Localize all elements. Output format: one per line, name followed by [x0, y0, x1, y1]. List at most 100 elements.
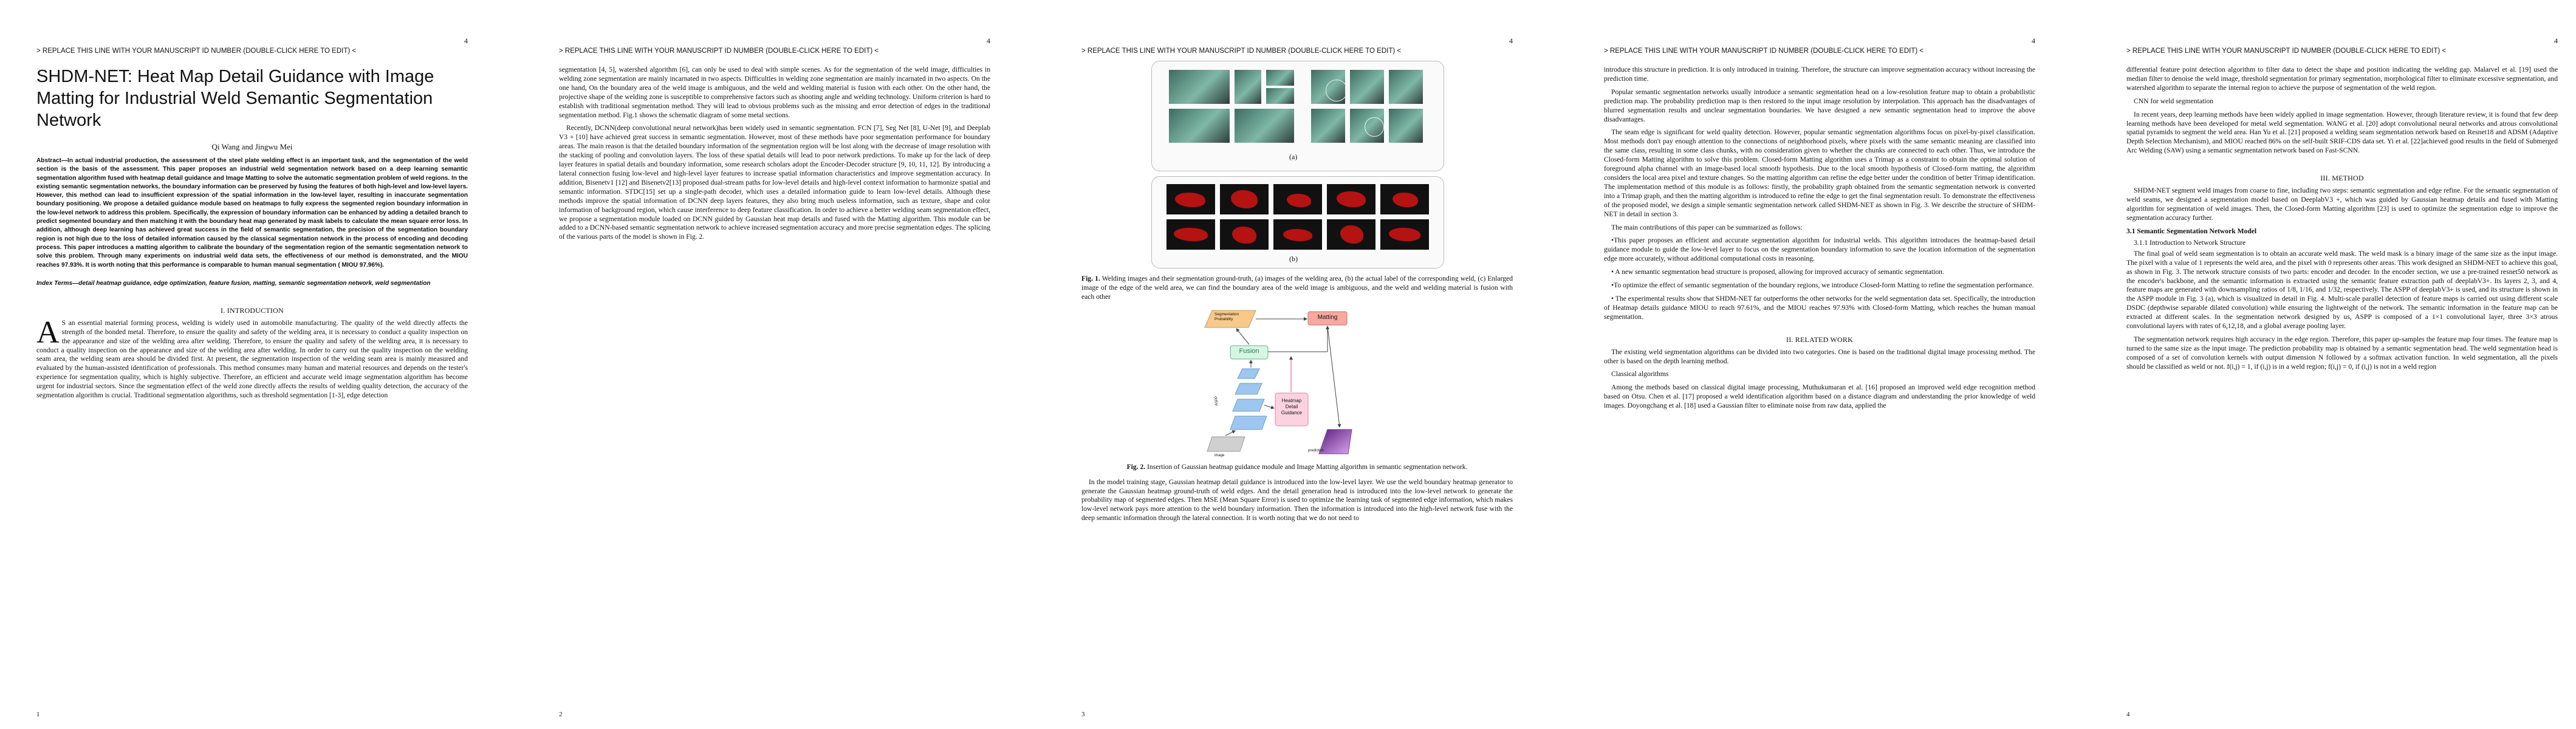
subsubsection-heading: 3.1.1 Introduction to Network Structure	[2134, 238, 2246, 247]
page-number-bottom: 1	[36, 711, 40, 718]
paragraph: Among the methods based on classical dig…	[1604, 383, 2035, 410]
page-number-bottom: 4	[2126, 711, 2130, 718]
figure-1: (a) (b)	[1151, 61, 1444, 269]
paragraph: The main contributions of this paper can…	[1611, 223, 1803, 231]
section-heading: III. METHOD	[2320, 174, 2364, 183]
contribution-item: •To optimize the effect of semantic segm…	[1611, 281, 2034, 290]
manuscript-header[interactable]: > REPLACE THIS LINE WITH YOUR MANUSCRIPT…	[36, 47, 357, 55]
label-image	[1380, 184, 1429, 214]
page-number-top: 4	[987, 36, 990, 45]
label-image	[1220, 184, 1269, 214]
figure-1a-panel: (a)	[1151, 61, 1444, 171]
figure-2-caption: Fig. 2. Insertion of Gaussian heatmap gu…	[1081, 463, 1513, 472]
weld-image	[1389, 109, 1423, 143]
caption-text: Insertion of Gaussian heatmap guidance m…	[1145, 462, 1468, 471]
page-1: 4 > REPLACE THIS LINE WITH YOUR MANUSCRI…	[0, 0, 486, 729]
subsection-heading: 3.1 Semantic Segmentation Network Model	[2126, 227, 2257, 235]
heatmap-label: Heatmap Detail Guidance	[1281, 397, 1303, 416]
figure-1-caption: Fig. 1. Welding images and their segment…	[1081, 275, 1513, 302]
paragraph: The seam edge is significant for weld qu…	[1604, 128, 2035, 218]
caption-text: Welding images and their segmentation gr…	[1081, 275, 1513, 301]
contribution-item: • A new semantic segmentation head struc…	[1611, 268, 1944, 276]
encoder-layer	[1230, 416, 1267, 430]
paragraph: The final goal of weld seam segmentation…	[2126, 249, 2558, 330]
page-number-top: 4	[2032, 36, 2035, 45]
prediction-block	[1318, 429, 1352, 454]
weld-image	[1235, 70, 1261, 104]
image-label: image	[1214, 453, 1225, 457]
paragraph: introduce this structure in prediction. …	[1604, 66, 2035, 83]
page-4: 4 > REPLACE THIS LINE WITH YOUR MANUSCRI…	[1567, 0, 2054, 729]
label-image	[1273, 219, 1322, 250]
page-number-bottom: 2	[559, 711, 563, 718]
figure-2: Segmentation Probability Matting Fusion …	[1200, 308, 1394, 457]
paragraph: SHDM-NET segment weld images from coarse…	[2126, 187, 2558, 222]
zoom-circle	[1326, 80, 1348, 101]
matting-label: Matting	[1317, 313, 1338, 321]
manuscript-header[interactable]: > REPLACE THIS LINE WITH YOUR MANUSCRIPT…	[1604, 47, 1924, 55]
paragraph: The segmentation network requires high a…	[2126, 335, 2558, 371]
weld-image	[1235, 109, 1294, 143]
label-image	[1273, 184, 1322, 214]
weld-image	[1350, 70, 1384, 104]
subheading: Classical algorithms	[1611, 370, 1669, 378]
section-heading: I. INTRODUCTION	[221, 306, 284, 315]
label-image	[1327, 184, 1375, 214]
manuscript-header[interactable]: > REPLACE THIS LINE WITH YOUR MANUSCRIPT…	[2126, 47, 2447, 55]
index-terms: Index Terms—detail heatmap guidance, edg…	[36, 279, 431, 287]
label-image	[1220, 219, 1269, 250]
contribution-item: • The experimental results show that SHD…	[1604, 294, 2035, 321]
page-2: 4 > REPLACE THIS LINE WITH YOUR MANUSCRI…	[522, 0, 1009, 729]
encoder-layer	[1232, 399, 1265, 412]
paragraph: In the model training stage, Gaussian he…	[1081, 477, 1513, 522]
section-heading: II. RELATED WORK	[1786, 335, 1853, 344]
encoder-layer	[1235, 383, 1262, 395]
figure-1b-panel: (b)	[1151, 176, 1444, 269]
subheading: CNN for weld segmentation	[2134, 97, 2214, 105]
intro-text: S an essential material forming process,…	[36, 318, 468, 400]
paper-title: SHDM-NET: Heat Map Detail Guidance with …	[36, 67, 434, 130]
weld-image	[1169, 70, 1230, 104]
figure-sublabel: (b)	[1289, 255, 1298, 263]
heatmap-detail-guidance-block	[1275, 392, 1309, 426]
zoom-circle	[1365, 117, 1384, 137]
paragraph: In recent years, deep learning methods h…	[2126, 110, 2558, 155]
label-image	[1166, 184, 1215, 214]
figure-2-diagram	[1204, 310, 1352, 454]
label-image	[1166, 219, 1215, 250]
weld-image	[1311, 109, 1345, 143]
aspp-label: ASPP	[1215, 395, 1219, 406]
fusion-label: Fusion	[1239, 347, 1259, 355]
paragraph: differential feature point detection alg…	[2126, 66, 2558, 92]
weld-image	[1266, 88, 1294, 104]
paragraph: Popular semantic segmentation networks u…	[1604, 87, 2035, 123]
weld-image	[1266, 70, 1294, 86]
encoder-layer	[1237, 368, 1260, 379]
label-image	[1380, 219, 1429, 250]
paragraph: segmentation [4, 5], watershed algorithm…	[559, 66, 990, 119]
abstract: Abstract—In actual industrial production…	[36, 157, 468, 269]
manuscript-header[interactable]: > REPLACE THIS LINE WITH YOUR MANUSCRIPT…	[559, 47, 879, 55]
page-number-top: 4	[2554, 36, 2558, 45]
matting-block	[1307, 311, 1348, 326]
drop-cap: A	[36, 315, 60, 350]
seg-prob-label: Segmentation Probability	[1214, 312, 1239, 321]
weld-image	[1169, 109, 1230, 143]
paragraph: The existing weld segmentation algorithm…	[1604, 347, 2035, 365]
page-number-top: 4	[464, 36, 468, 45]
page-number-top: 4	[1509, 36, 1513, 45]
contribution-item: •This paper proposes an efficient and ac…	[1604, 236, 2035, 263]
caption-label: Fig. 1.	[1081, 275, 1100, 282]
page-5: 4 > REPLACE THIS LINE WITH YOUR MANUSCRI…	[2090, 0, 2576, 729]
weld-image	[1389, 70, 1423, 104]
authors: Qi Wang and Jingwu Mei	[211, 142, 293, 151]
page-3: 4 > REPLACE THIS LINE WITH YOUR MANUSCRI…	[1045, 0, 1531, 729]
paragraph: Recently, DCNN(deep convolutional neural…	[559, 124, 990, 241]
fusion-block	[1230, 345, 1269, 360]
image-block	[1207, 436, 1245, 452]
figure-sublabel: (a)	[1289, 152, 1298, 161]
manuscript-header[interactable]: > REPLACE THIS LINE WITH YOUR MANUSCRIPT…	[1081, 47, 1402, 55]
prediction-label: prediction	[1308, 448, 1324, 453]
segmentation-probability-block	[1204, 310, 1256, 328]
